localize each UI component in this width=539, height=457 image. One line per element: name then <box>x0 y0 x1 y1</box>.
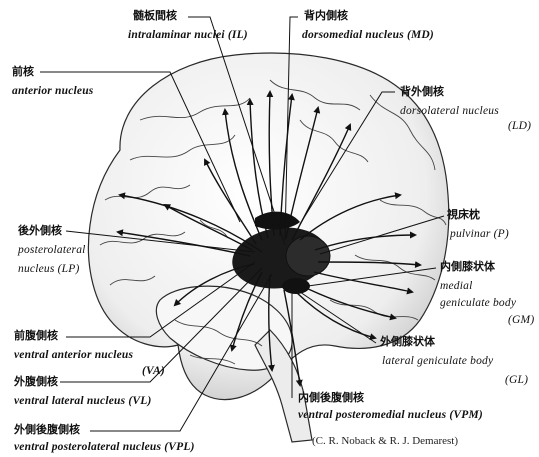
label-medial-geniculate-en2: geniculate body <box>440 298 516 310</box>
label-lateral-posterior-en2: nucleus (LP) <box>18 264 79 276</box>
label-ventral-posterolateral-jp: 外側後腹側核 <box>14 424 80 435</box>
label-dorsolateral-en1: dorsolateral nucleus <box>400 106 499 118</box>
label-ventral-posterolateral-en: ventral posterolateral nucleus (VPL) <box>14 442 195 454</box>
geniculate-mass <box>282 278 310 294</box>
label-medial-geniculate-en1: medial <box>440 281 473 293</box>
label-ventral-anterior-en1: ventral anterior nucleus <box>14 350 133 362</box>
label-anterior-jp: 前核 <box>12 66 34 77</box>
label-medial-geniculate-en3: (GM) <box>508 315 534 327</box>
label-dorsolateral-en2: (LD) <box>508 121 531 133</box>
label-lateral-posterior-en1: posterolateral <box>18 245 86 257</box>
source-credit: (C. R. Noback & R. J. Demarest) <box>312 436 458 447</box>
label-ventral-posteromedial-en: ventral posteromedial nucleus (VPM) <box>298 410 483 422</box>
label-dorsomedial-en: dorsomedial nucleus (MD) <box>302 30 434 42</box>
label-lateral-posterior-jp: 後外側核 <box>18 225 62 236</box>
label-intralaminar-jp: 髄板間核 <box>133 10 177 21</box>
label-intralaminar-en: intralaminar nuclei (IL) <box>128 30 248 42</box>
label-lateral-geniculate-jp: 外側膝状体 <box>380 336 435 347</box>
label-lateral-geniculate-en2: (GL) <box>505 375 528 387</box>
label-dorsomedial-jp: 背内側核 <box>304 10 348 21</box>
label-ventral-posteromedial-jp: 内側後腹側核 <box>298 392 364 403</box>
label-anterior-en: anterior nucleus <box>12 86 93 98</box>
label-ventral-lateral-en: ventral lateral nucleus (VL) <box>14 396 152 408</box>
label-lateral-geniculate-en1: lateral geniculate body <box>382 356 493 368</box>
pulvinar-mass <box>286 236 330 276</box>
label-pulvinar-en: pulvinar (P) <box>450 229 509 241</box>
label-dorsolateral-jp: 背外側核 <box>400 86 444 97</box>
label-medial-geniculate-jp: 内側膝状体 <box>440 261 495 272</box>
label-ventral-anterior-en2: (VA) <box>142 366 165 378</box>
label-ventral-anterior-jp: 前腹側核 <box>14 330 58 341</box>
label-ventral-lateral-jp: 外腹側核 <box>14 376 58 387</box>
label-pulvinar-jp: 視床枕 <box>447 209 480 220</box>
